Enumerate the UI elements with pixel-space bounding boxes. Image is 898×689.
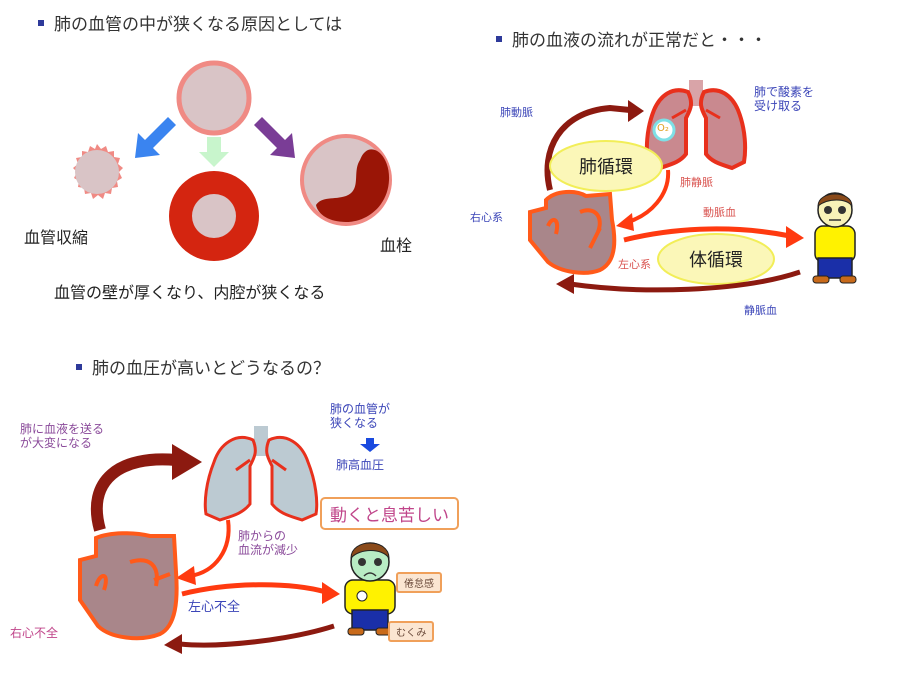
arrow-left-down-icon [135, 117, 176, 158]
bullet-icon [496, 35, 502, 42]
normal-flow-title: 肺の血液の流れが正常だと・・・ [496, 26, 767, 51]
hard-to-pump-line-2: が大変になる [20, 436, 93, 451]
healthy-person-icon [812, 192, 857, 284]
edema-tag: むくみ [388, 621, 435, 642]
venous-blood-arrow-icon [556, 269, 801, 294]
right-heart-label: 右心系 [470, 211, 503, 224]
pulmonary-vein-label: 肺静脈 [680, 176, 713, 189]
heart-icon [78, 531, 179, 641]
constricted-vessel-icon [73, 144, 123, 199]
bullet-icon [38, 19, 44, 26]
lungs-icon [203, 426, 319, 522]
systemic-circulation-label: 体循環 [689, 250, 743, 271]
reduced-flow-arrow-icon [176, 519, 231, 585]
reduced-flow-label: 肺からの 血流が減少 [238, 529, 298, 558]
oxygen-intake-line-1: 肺で酸素を [754, 85, 815, 99]
hard-to-pump-label: 肺に血液を送る が大変になる [20, 422, 104, 451]
arterial-blood-label: 動脈血 [703, 206, 736, 219]
vessels-narrow-label: 肺の血管が 狭くなる [330, 402, 390, 431]
left-heart-label: 左心系 [618, 258, 651, 271]
high-pressure-title: 肺の血圧が高いとどうなるの？ [76, 354, 330, 379]
return-arrow-icon [164, 623, 335, 654]
high-pressure-title-text: 肺の血圧が高いとどうなるの？ [92, 359, 330, 379]
normal-vessel-icon [176, 60, 252, 136]
constriction-label: 血管収縮 [24, 228, 89, 247]
causes-title-text: 肺の血管の中が狭くなる原因としては [54, 15, 343, 35]
pulmonary-hypertension-label: 肺高血圧 [336, 458, 385, 472]
pulmonary-vein-arrow-icon [616, 169, 671, 231]
oxygen-intake-line-2: 受け取る [754, 99, 803, 114]
bullet-icon [76, 363, 82, 370]
o2-label: O₂ [657, 123, 669, 134]
oxygen-intake-label: 肺で酸素を 受け取る [754, 85, 814, 114]
unwell-person-icon [344, 542, 396, 636]
fatigue-tag: 倦怠感 [396, 572, 442, 593]
pulmonary-circulation-oval [549, 140, 663, 192]
wall-thickening-label: 血管の壁が厚くなり、内腔が狭くなる [54, 283, 326, 302]
strained-pump-arrow-icon [90, 444, 202, 532]
pulmonary-circulation-label: 肺循環 [579, 157, 633, 178]
thickened-vessel-icon [169, 171, 259, 261]
down-arrow-icon [360, 438, 380, 452]
normal-flow-title-text: 肺の血液の流れが正常だと・・・ [512, 31, 767, 51]
left-heart-failure-label: 左心不全 [188, 600, 241, 615]
vessels-narrow-line-2: 狭くなる [330, 416, 379, 431]
arterial-blood-arrow-icon [623, 226, 804, 248]
to-body-arrow-icon [181, 582, 340, 604]
reduced-flow-line-1: 肺からの [238, 529, 287, 543]
systemic-circulation-oval [657, 233, 775, 285]
reduced-flow-line-2: 血流が減少 [238, 543, 299, 558]
arrow-right-down-icon [254, 117, 295, 158]
causes-title: 肺の血管の中が狭くなる原因としては [38, 10, 342, 35]
right-heart-failure-label: 右心不全 [10, 626, 59, 640]
hard-to-pump-line-1: 肺に血液を送る [20, 422, 105, 436]
heart-icon [528, 189, 617, 275]
venous-blood-label: 静脈血 [744, 304, 777, 317]
pulmonary-artery-arrow-icon [544, 100, 644, 191]
thrombus-vessel-icon [300, 134, 392, 226]
pulmonary-artery-label: 肺動脈 [500, 106, 533, 119]
short-breath-box: 動くと息苦しい [320, 497, 459, 530]
arrow-down-icon [199, 137, 229, 167]
thrombus-label: 血栓 [380, 236, 413, 255]
oxygen-bubble-icon [652, 118, 676, 142]
vessels-narrow-line-1: 肺の血管が [330, 402, 391, 416]
